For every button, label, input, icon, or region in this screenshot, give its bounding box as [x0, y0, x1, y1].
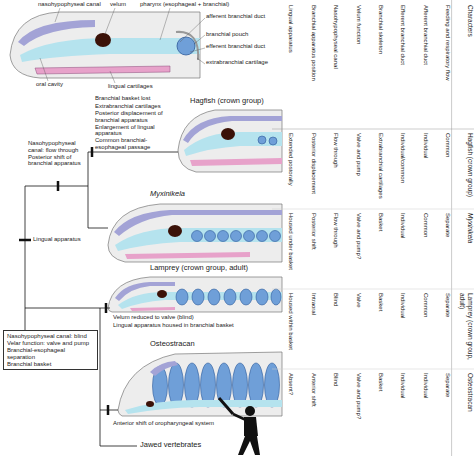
- hagfish-drawing: [178, 110, 282, 172]
- myxinikela-drawing: [108, 204, 282, 262]
- head-schematic: [10, 8, 205, 83]
- table-cell: Individual: [385, 373, 406, 451]
- part-label: afferent branchial duct: [206, 13, 270, 20]
- table-cell: Intraoral: [296, 293, 317, 365]
- character-change: Velum reduced to valve (blind): [113, 314, 248, 321]
- table-cell: Common: [430, 133, 451, 205]
- table-cell: Posterior displacement: [296, 133, 317, 205]
- table-cell: Housed within basket: [273, 293, 294, 365]
- table-cell: Individual: [408, 373, 429, 451]
- character-change: Anterior shift of oropharyngeal system: [113, 420, 253, 427]
- table-cell: Valve and pump?: [341, 213, 362, 285]
- character-text: Branchial-esophageal separation: [7, 347, 94, 361]
- table-cell: Valve and pump: [341, 133, 362, 205]
- table-row-header: Velum function: [341, 5, 362, 125]
- table-cell: Blind: [318, 293, 339, 365]
- character-ticks: [19, 147, 108, 415]
- part-label: oral cavity: [36, 81, 86, 88]
- taxon-name: Jawed vertebrates: [140, 441, 220, 449]
- osteostracan-drawing: [118, 352, 282, 416]
- table-header: Lamprey (crown group, adult): [453, 293, 474, 365]
- table-row-header: Nasohypophyseal canal: [318, 5, 339, 125]
- table-cell: Separate: [430, 373, 451, 451]
- character-text: Nasohypophyseal canal: blind: [7, 333, 94, 340]
- character-change: Enlargement of lingual apparatus: [95, 124, 177, 137]
- character-change: Lingual apparatus housed in branchial ba…: [113, 322, 248, 329]
- part-label: lingual cartilages: [108, 83, 178, 90]
- taxon-illustration: Lamprey (crown group, adult): [108, 264, 282, 313]
- taxon-illustration: Hagfish (crown group): [178, 97, 282, 173]
- table-cell: Basket: [363, 293, 384, 365]
- taxon-name: Lamprey (crown group, adult): [150, 264, 248, 273]
- character-text: Velar function: valve and pump: [7, 340, 94, 347]
- table-cell: Flow through: [318, 213, 339, 285]
- part-label: extrabranchial cartilage: [206, 59, 270, 66]
- table-header: Osteostracan: [453, 373, 474, 451]
- table-cell: Flow through: [318, 133, 339, 205]
- taxon-name: Osteostracan: [150, 340, 195, 349]
- table-header: Hagfish (crown group): [453, 133, 474, 205]
- table-row-header: Branchial skeleton: [363, 5, 384, 125]
- table-cell: Individual/common: [385, 133, 406, 205]
- part-label: branchial pouch: [206, 31, 270, 38]
- table-cell: Basket: [363, 373, 384, 451]
- taxon-illustration: Osteostracan: [118, 340, 282, 417]
- table-cell: Individual: [408, 133, 429, 205]
- table-header: Myxinikela: [453, 213, 474, 285]
- table-cell: Anterior shift: [296, 373, 317, 451]
- table-cell: Housed under basket: [273, 213, 294, 285]
- table-cell: Separate: [430, 213, 451, 285]
- table-cell: Individual: [385, 213, 406, 285]
- table-row-header: Lingual apparatus: [273, 5, 294, 125]
- lamprey-drawing: [108, 277, 282, 312]
- table-cell: Individual: [385, 293, 406, 365]
- part-label: velum: [110, 1, 140, 8]
- table-cell: Posterior shift: [296, 213, 317, 285]
- table-header: Characters: [453, 5, 474, 125]
- part-label: pharynx (esophageal + branchial): [140, 1, 260, 8]
- character-change: Branchial basket lost: [95, 95, 177, 102]
- taxon-illustration: Myxinikela: [108, 190, 282, 263]
- character-box: Nasohypophyseal canal: blindVelar functi…: [3, 330, 98, 370]
- taxon-name: Myxinikela: [150, 190, 185, 199]
- table-cell: Separate: [430, 293, 451, 365]
- table-cell: Extended postorally: [273, 133, 294, 205]
- table-cell: Common: [408, 213, 429, 285]
- table-cell: Valve: [341, 293, 362, 365]
- character-change: Posterior displacement of branchial appa…: [95, 110, 177, 123]
- table-grid: [272, 0, 474, 456]
- table-cell: Basket: [363, 213, 384, 285]
- character-change: Nasohypophyseal canal: flow through: [28, 140, 86, 153]
- table-row-header: Afferent branchial duct: [408, 5, 429, 125]
- character-change: Lingual apparatus: [33, 236, 93, 243]
- table-row-header: Efferent branchial duct: [385, 5, 406, 125]
- table-cell: Common: [408, 293, 429, 365]
- character-change: Common branchial-esophageal passage: [95, 137, 177, 150]
- character-change: Extrabranchial cartilages: [95, 103, 177, 110]
- taxon-name: Hagfish (crown group): [190, 97, 264, 106]
- table-cell: Extrabranchial cartilages: [363, 133, 384, 205]
- character-change: Posterior shift of branchial apparatus: [28, 154, 86, 167]
- part-label: efferent branchial duct: [206, 43, 270, 50]
- table-row-header: Branchial apparatus position: [296, 5, 317, 125]
- batter-silhouette: [219, 398, 260, 455]
- part-label: nasohypophyseal canal: [38, 1, 118, 8]
- table-row-header: Feeding and respiratory flow: [430, 5, 451, 125]
- character-text: Branchial basket: [7, 361, 94, 368]
- table-cell: Blind: [318, 373, 339, 451]
- table-cell: Absent?: [273, 373, 294, 451]
- table-cell: Valve and pump?: [341, 373, 362, 451]
